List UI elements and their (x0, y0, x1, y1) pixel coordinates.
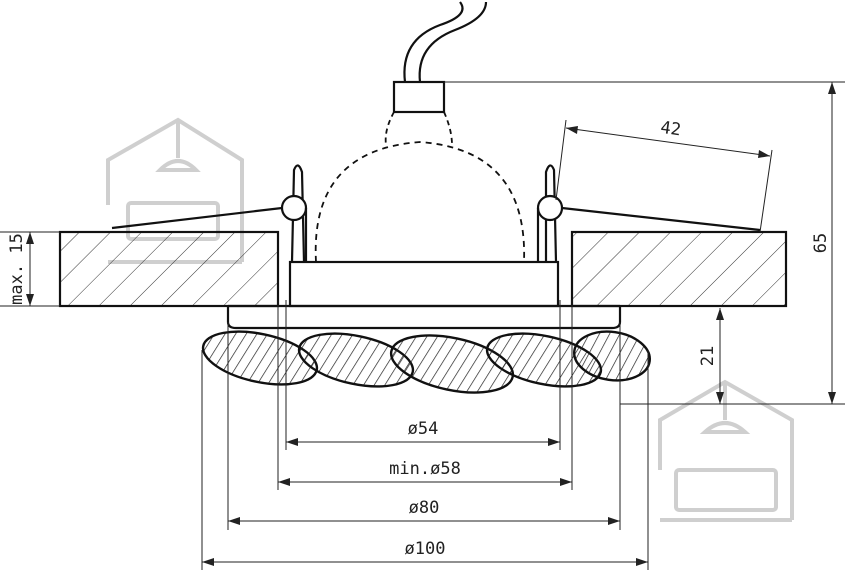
dimension-max-15: max. 15 (7, 233, 27, 305)
dimension-lines (0, 81, 845, 570)
dimension-height-21: 21 (698, 346, 718, 366)
dimension-d80: ø80 (409, 498, 440, 518)
dimension-width-42: 42 (659, 118, 682, 141)
dimension-d58: min.ø58 (389, 459, 461, 479)
watermark-logo-right (658, 379, 794, 522)
ceiling-right (570, 230, 788, 308)
dimension-d54: ø54 (408, 419, 439, 439)
dimension-height-65: 65 (811, 233, 831, 253)
ceiling-left (58, 230, 280, 308)
crystal-ring (201, 330, 651, 394)
fixture-body (111, 1, 761, 330)
dimension-d100: ø100 (405, 539, 446, 559)
